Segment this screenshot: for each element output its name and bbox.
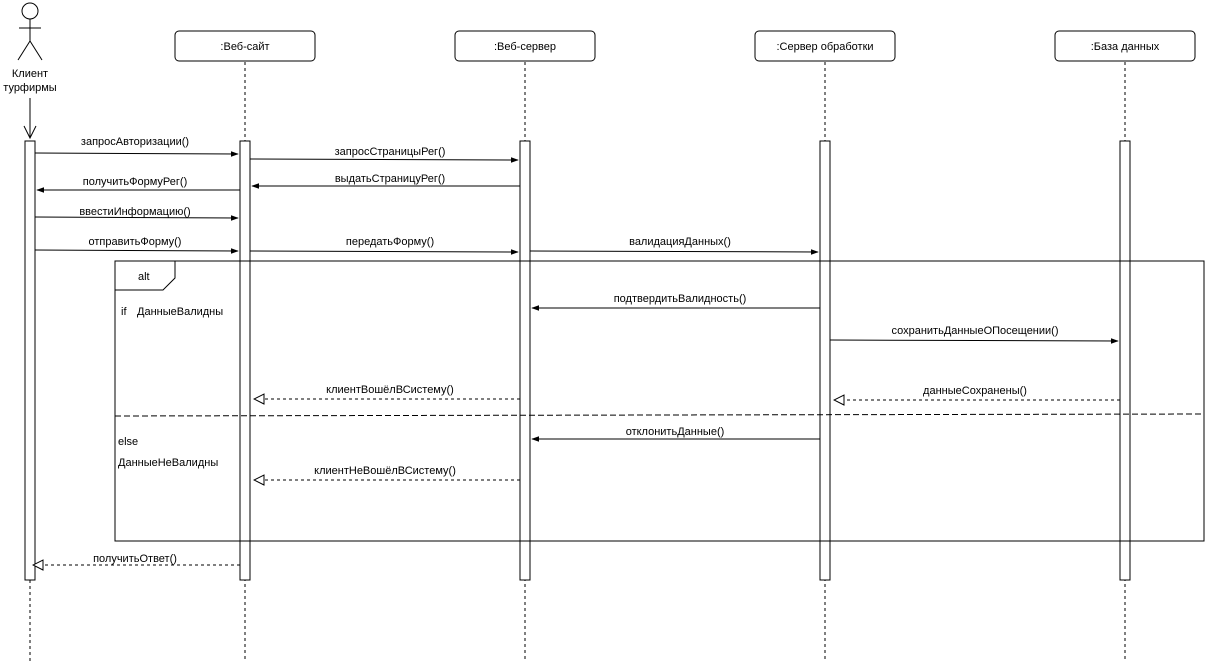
activation-actor bbox=[24, 140, 36, 581]
participant-server-label: :Веб-сервер bbox=[494, 41, 556, 53]
message-11-label: клиентВошёлВСистему() bbox=[326, 384, 454, 396]
actor-right-leg bbox=[29, 40, 43, 61]
guard-if-condition: ДанныеВалидны bbox=[137, 306, 223, 318]
activation-proc bbox=[819, 140, 831, 581]
message-4[interactable]: получитьФормуРег() bbox=[36, 176, 240, 193]
actor-client[interactable]: Клиент турфирмы bbox=[3, 2, 57, 94]
guard-else-condition: ДанныеНеВалидны bbox=[118, 457, 218, 469]
actor-name-line1: Клиент bbox=[12, 68, 48, 80]
activation-site bbox=[239, 140, 251, 581]
message-11[interactable]: клиентВошёлВСистему() bbox=[254, 384, 520, 399]
alt-fragment: alt if ДанныеВалидны else ДанныеНеВалидн… bbox=[114, 260, 1205, 542]
activation-db bbox=[1119, 140, 1131, 581]
alt-operator: alt bbox=[138, 271, 150, 283]
actor-name-line2: турфирмы bbox=[3, 82, 57, 94]
alt-fragment-frame bbox=[114, 260, 1205, 542]
message-14-label: клиентНеВошёлВСистему() bbox=[314, 465, 456, 477]
actor-left-leg bbox=[17, 40, 31, 61]
message-2-label: запросСтраницыРег() bbox=[335, 146, 446, 158]
message-3[interactable]: выдатьСтраницуРег() bbox=[251, 173, 520, 189]
message-10[interactable]: сохранитьДанныеОПосещении() bbox=[829, 325, 1119, 344]
message-10-label: сохранитьДанныеОПосещении() bbox=[891, 325, 1058, 337]
message-15-label: получитьОтвет() bbox=[93, 553, 177, 565]
message-5[interactable]: ввестиИнформацию() bbox=[34, 206, 239, 221]
participant-server-box bbox=[454, 30, 596, 62]
message-9-label: подтвердитьВалидность() bbox=[614, 293, 747, 305]
message-7[interactable]: передатьФорму() bbox=[249, 236, 519, 255]
message-12[interactable]: данныеСохранены() bbox=[834, 385, 1120, 400]
message-2[interactable]: запросСтраницыРег() bbox=[249, 146, 519, 163]
message-1-label: запросАвторизации() bbox=[81, 136, 189, 148]
participant-proc-label: :Сервер обработки bbox=[776, 41, 873, 53]
message-13[interactable]: отклонитьДанные() bbox=[531, 426, 820, 442]
participant-server[interactable]: :Веб-сервер bbox=[454, 30, 596, 62]
actor-head bbox=[21, 2, 39, 20]
guard-else-keyword: else bbox=[118, 436, 138, 448]
activation-server bbox=[519, 140, 531, 581]
message-6-label: отправитьФорму() bbox=[89, 236, 182, 248]
message-5-label: ввестиИнформацию() bbox=[79, 206, 190, 218]
participant-site-label: :Веб-сайт bbox=[220, 41, 269, 53]
guard-if-keyword: if bbox=[121, 306, 127, 318]
message-1[interactable]: запросАвторизации() bbox=[34, 136, 239, 157]
message-12-label: данныеСохранены() bbox=[923, 385, 1027, 397]
message-9[interactable]: подтвердитьВалидность() bbox=[531, 293, 820, 311]
message-4-label: получитьФормуРег() bbox=[83, 176, 188, 188]
message-15[interactable]: получитьОтвет() bbox=[33, 553, 240, 565]
message-3-label: выдатьСтраницуРег() bbox=[335, 173, 445, 185]
participant-proc[interactable]: :Сервер обработки bbox=[754, 30, 896, 62]
participant-proc-box bbox=[754, 30, 896, 62]
participant-site-box bbox=[174, 30, 316, 62]
participant-db[interactable]: :База данных bbox=[1054, 30, 1196, 62]
message-13-label: отклонитьДанные() bbox=[626, 426, 725, 438]
message-14[interactable]: клиентНеВошёлВСистему() bbox=[254, 465, 520, 480]
actor-connector-arrowhead bbox=[23, 125, 37, 140]
message-8[interactable]: валидацияДанных() bbox=[529, 236, 819, 255]
message-6[interactable]: отправитьФорму() bbox=[34, 236, 239, 254]
alt-separator bbox=[114, 413, 1205, 417]
alt-fragment-tab bbox=[114, 260, 176, 291]
message-8-label: валидацияДанных() bbox=[629, 236, 731, 248]
message-7-label: передатьФорму() bbox=[346, 236, 434, 248]
participant-site[interactable]: :Веб-сайт bbox=[174, 30, 316, 62]
participant-db-label: :База данных bbox=[1091, 41, 1160, 53]
participant-db-box bbox=[1054, 30, 1196, 62]
